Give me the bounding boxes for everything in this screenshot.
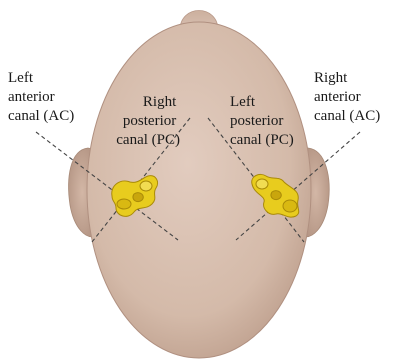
label-left-ac-line1: Left <box>8 70 34 86</box>
label-right-pc-line1: Right <box>143 94 177 110</box>
label-right-pc-line2: posterior <box>123 113 176 129</box>
label-left-ac-line2: anterior <box>8 89 55 105</box>
label-right-ac-line1: Right <box>314 70 348 86</box>
label-left-ac-line3: canal (AC) <box>8 108 74 124</box>
label-left-pc-line1: Left <box>230 94 256 110</box>
label-left-pc-line3: canal (PC) <box>230 132 294 148</box>
label-right-ac-line2: anterior <box>314 89 361 105</box>
label-right-ac: Right anterior canal (AC) <box>314 70 380 124</box>
label-right-pc-line3: canal (PC) <box>116 132 180 148</box>
label-left-ac: Left anterior canal (AC) <box>8 70 74 124</box>
label-right-ac-line3: canal (AC) <box>314 108 380 124</box>
label-left-pc-line2: posterior <box>230 113 283 129</box>
